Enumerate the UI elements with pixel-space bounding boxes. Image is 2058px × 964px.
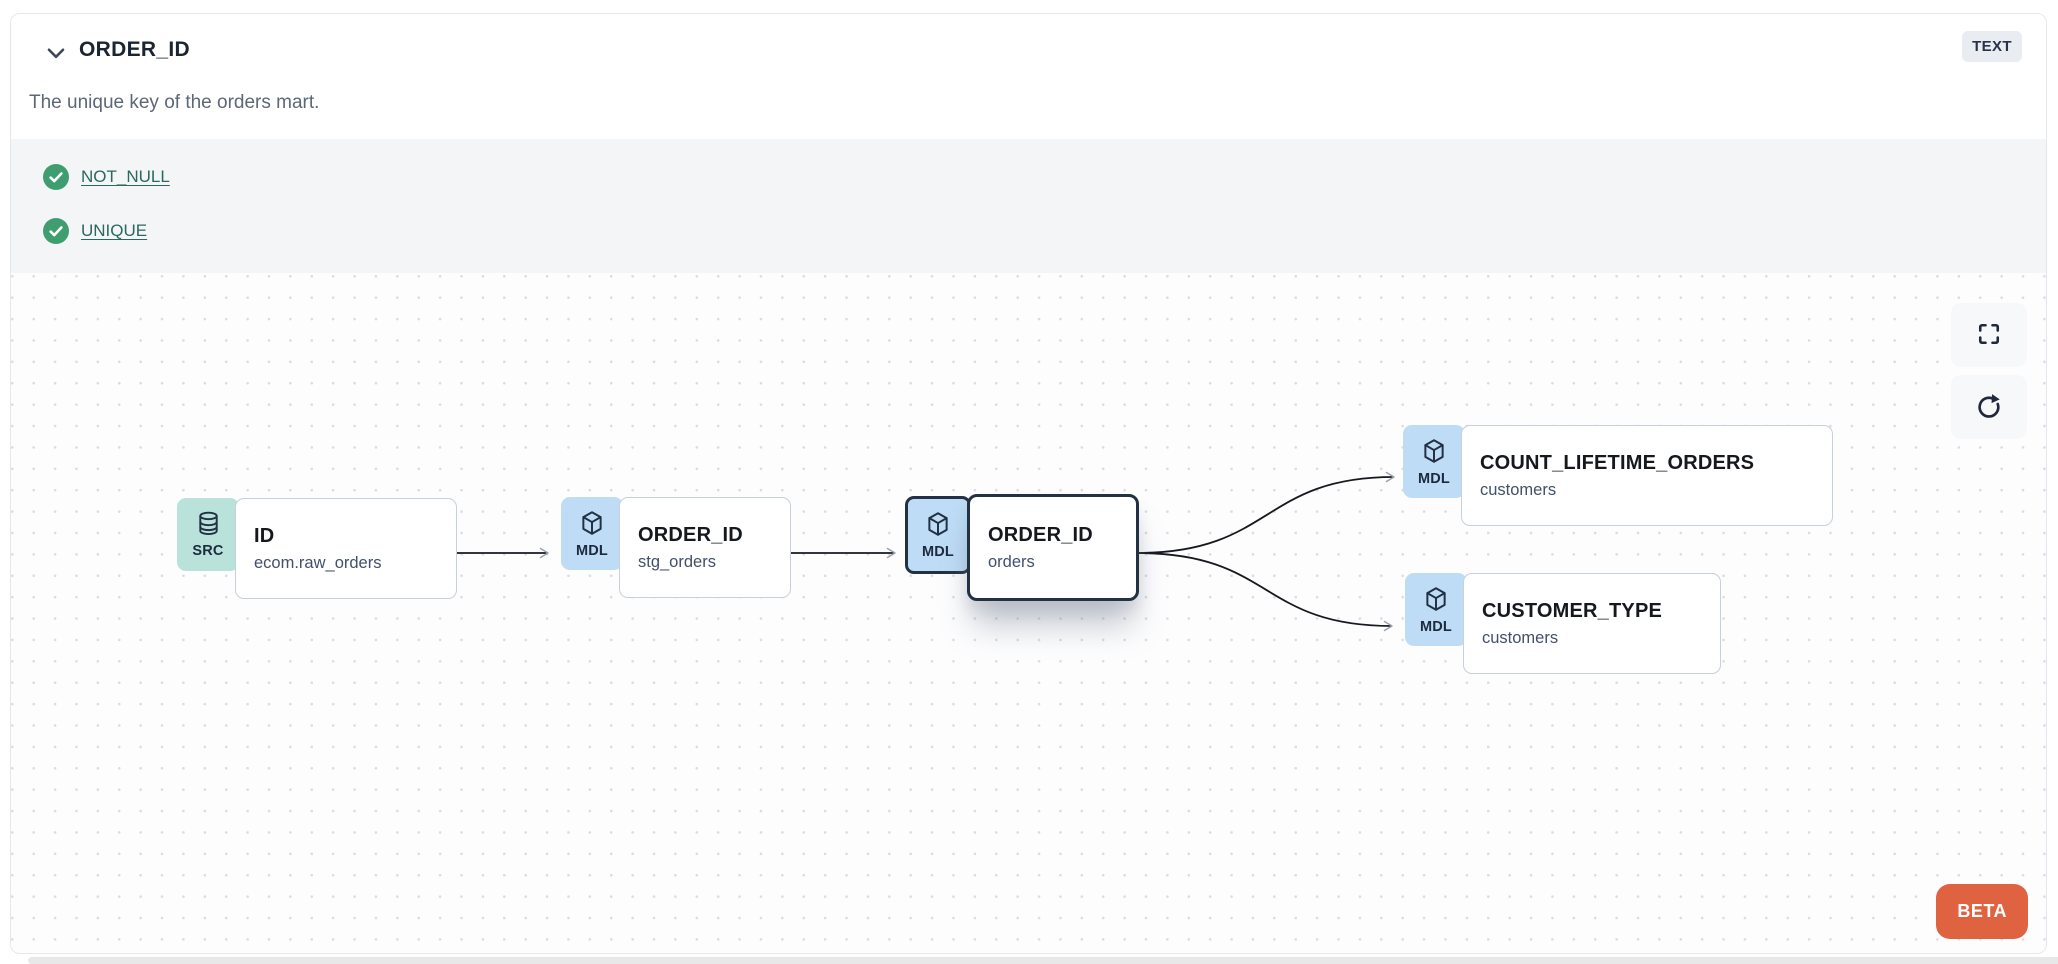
model-badge: MDL	[1403, 425, 1465, 498]
node-title: ID	[254, 524, 275, 547]
source-badge: SRC	[177, 498, 239, 571]
test-link-not-null[interactable]: NOT_NULL	[81, 167, 170, 186]
node-title: ORDER_ID	[638, 523, 743, 546]
lineage-node-count-lifetime-orders[interactable]: MDL COUNT_LIFETIME_ORDERS customers	[1403, 425, 1833, 526]
node-subtitle: stg_orders	[638, 552, 716, 571]
node-card: COUNT_LIFETIME_ORDERS customers	[1461, 425, 1833, 526]
tests-section: NOT_NULL UNIQUE	[11, 139, 2046, 273]
model-cube-icon	[924, 510, 952, 543]
model-badge: MDL	[1405, 573, 1467, 646]
column-header: ORDER_ID TEXT The unique key of the orde…	[11, 14, 2046, 139]
badge-label: MDL	[921, 544, 954, 560]
node-title: ORDER_ID	[988, 523, 1093, 546]
test-row: NOT_NULL	[43, 155, 2046, 199]
model-badge: MDL	[561, 497, 623, 570]
test-link-unique[interactable]: UNIQUE	[81, 221, 148, 240]
badge-label: SRC	[192, 543, 224, 559]
beta-badge: BETA	[1936, 884, 2028, 939]
lineage-node-source-id[interactable]: SRC ID ecom.raw_orders	[177, 498, 457, 599]
test-row: UNIQUE	[43, 209, 2046, 253]
node-subtitle: ecom.raw_orders	[254, 553, 382, 572]
collapse-toggle-button[interactable]	[41, 38, 71, 68]
badge-label: MDL	[1417, 470, 1450, 487]
model-cube-icon	[1422, 585, 1450, 618]
lineage-node-customer-type[interactable]: MDL CUSTOMER_TYPE customers	[1405, 573, 1721, 674]
node-card: ID ecom.raw_orders	[235, 498, 457, 599]
node-title: CUSTOMER_TYPE	[1482, 599, 1663, 622]
lineage-edges	[453, 471, 1395, 632]
lineage-node-stg-orders[interactable]: MDL ORDER_ID stg_orders	[561, 497, 791, 598]
column-name-title: ORDER_ID	[79, 38, 190, 61]
database-icon	[195, 510, 222, 542]
node-card: ORDER_ID orders	[967, 494, 1139, 601]
check-circle-icon	[43, 218, 69, 244]
column-description: The unique key of the orders mart.	[29, 92, 320, 113]
badge-label: MDL	[575, 542, 608, 559]
chevron-down-icon	[43, 48, 69, 69]
model-cube-icon	[1420, 437, 1448, 470]
node-subtitle: customers	[1480, 480, 1557, 499]
badge-label: MDL	[1419, 618, 1452, 635]
node-title: COUNT_LIFETIME_ORDERS	[1480, 451, 1755, 474]
model-badge: MDL	[905, 496, 971, 574]
node-card: CUSTOMER_TYPE customers	[1463, 573, 1721, 674]
lineage-canvas[interactable]: SRC ID ecom.raw_orders MDL ORDE	[11, 273, 2046, 953]
node-card: ORDER_ID stg_orders	[619, 497, 791, 598]
column-type-badge: TEXT	[1962, 31, 2022, 62]
column-details-panel: ORDER_ID TEXT The unique key of the orde…	[10, 13, 2047, 954]
canvas-controls	[1951, 303, 2027, 439]
fullscreen-icon	[1975, 320, 2003, 351]
fullscreen-button[interactable]	[1951, 303, 2027, 367]
node-subtitle: orders	[988, 552, 1035, 571]
model-cube-icon	[578, 509, 606, 542]
edge-orders-to-customer-type	[1136, 552, 1393, 632]
check-circle-icon	[43, 164, 69, 190]
refresh-button[interactable]	[1951, 375, 2027, 439]
bottom-edge-strip	[28, 957, 2058, 964]
edge-orders-to-count	[1136, 471, 1395, 554]
lineage-node-orders-selected[interactable]: MDL ORDER_ID orders	[905, 494, 1139, 601]
refresh-icon	[1975, 392, 2003, 423]
node-subtitle: customers	[1482, 628, 1559, 647]
